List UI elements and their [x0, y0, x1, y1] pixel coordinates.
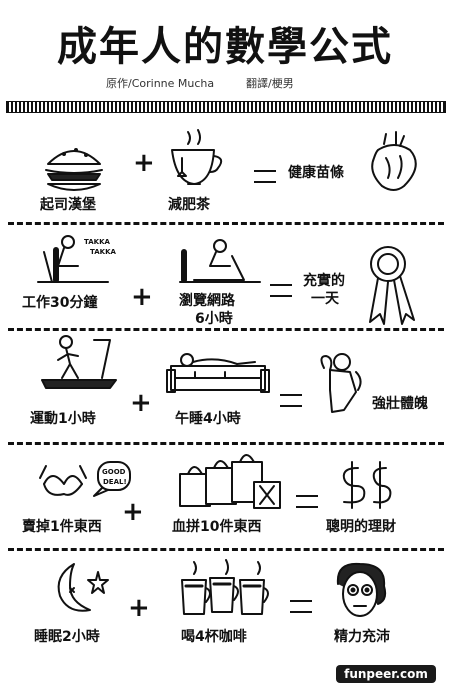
cheeseburger-icon	[45, 148, 103, 191]
award-ribbon-icon	[369, 246, 415, 325]
plus-sign: +	[130, 388, 152, 418]
result-label-line1: 充實的	[303, 273, 345, 289]
row-divider	[8, 222, 444, 225]
row3-left-label: 運動1小時	[30, 411, 96, 427]
wide-eyed-face-icon	[336, 562, 387, 617]
heart-icon	[371, 131, 417, 191]
row-divider	[8, 328, 444, 331]
moon-star-icon	[57, 563, 109, 612]
teacup-icon	[171, 129, 223, 185]
result-label: 精力充沛	[334, 629, 390, 645]
plus-sign: +	[128, 593, 150, 623]
plus-sign: +	[133, 148, 155, 178]
translator-credit: 翻譯/梗男	[246, 77, 294, 90]
row5-middle-label: 喝4杯咖啡	[181, 629, 247, 645]
laptop-worker-icon: TAKKA TAKKA	[37, 235, 116, 283]
equals-sign	[280, 394, 302, 407]
bra-good-deal-icon: GOOD DEAL!	[39, 461, 131, 497]
plus-sign: +	[131, 282, 153, 312]
shopping-bags-icon	[179, 454, 281, 509]
row1-left-label: 起司漢堡	[40, 197, 96, 213]
result-label: 強壯體魄	[372, 396, 428, 412]
equals-sign	[270, 284, 292, 297]
header-divider-bar	[6, 101, 446, 113]
strongman-icon	[320, 353, 362, 413]
author-credit: 原作/Corinne Mucha	[106, 77, 215, 90]
laptop-browsing-icon	[179, 239, 261, 283]
equals-sign	[290, 600, 312, 613]
svg-text:TAKKA: TAKKA	[90, 248, 116, 256]
result-label-line2: 一天	[311, 291, 339, 307]
treadmill-runner-icon	[41, 335, 117, 389]
row4-middle-label: 血拼10件東西	[172, 519, 262, 535]
coffee-cups-icon	[181, 559, 269, 615]
plus-sign: +	[122, 497, 144, 527]
equals-sign	[254, 170, 276, 183]
row-divider	[8, 442, 444, 445]
result-label: 健康苗條	[288, 165, 344, 181]
sofa-nap-icon	[166, 353, 270, 393]
svg-text:TAKKA: TAKKA	[84, 238, 110, 246]
row5-left-label: 睡眠2小時	[34, 629, 100, 645]
equals-sign	[296, 495, 318, 508]
svg-text:GOOD: GOOD	[102, 468, 126, 476]
row2-middle-label-line1: 瀏覽網路	[179, 293, 235, 309]
page-title: 成年人的數學公式	[57, 24, 393, 70]
svg-text:DEAL!: DEAL!	[103, 478, 127, 486]
row4-left-label: 賣掉1件東西	[22, 519, 102, 535]
dollar-signs-icon	[342, 461, 392, 509]
result-label: 聰明的理財	[326, 519, 396, 535]
row-divider	[8, 548, 444, 551]
site-watermark: funpeer.com	[336, 665, 436, 683]
row3-middle-label: 午睡4小時	[175, 411, 241, 427]
row2-middle-label-line2: 6小時	[195, 311, 233, 327]
row2-left-label: 工作30分鐘	[22, 295, 98, 311]
row1-middle-label: 減肥茶	[168, 197, 210, 213]
